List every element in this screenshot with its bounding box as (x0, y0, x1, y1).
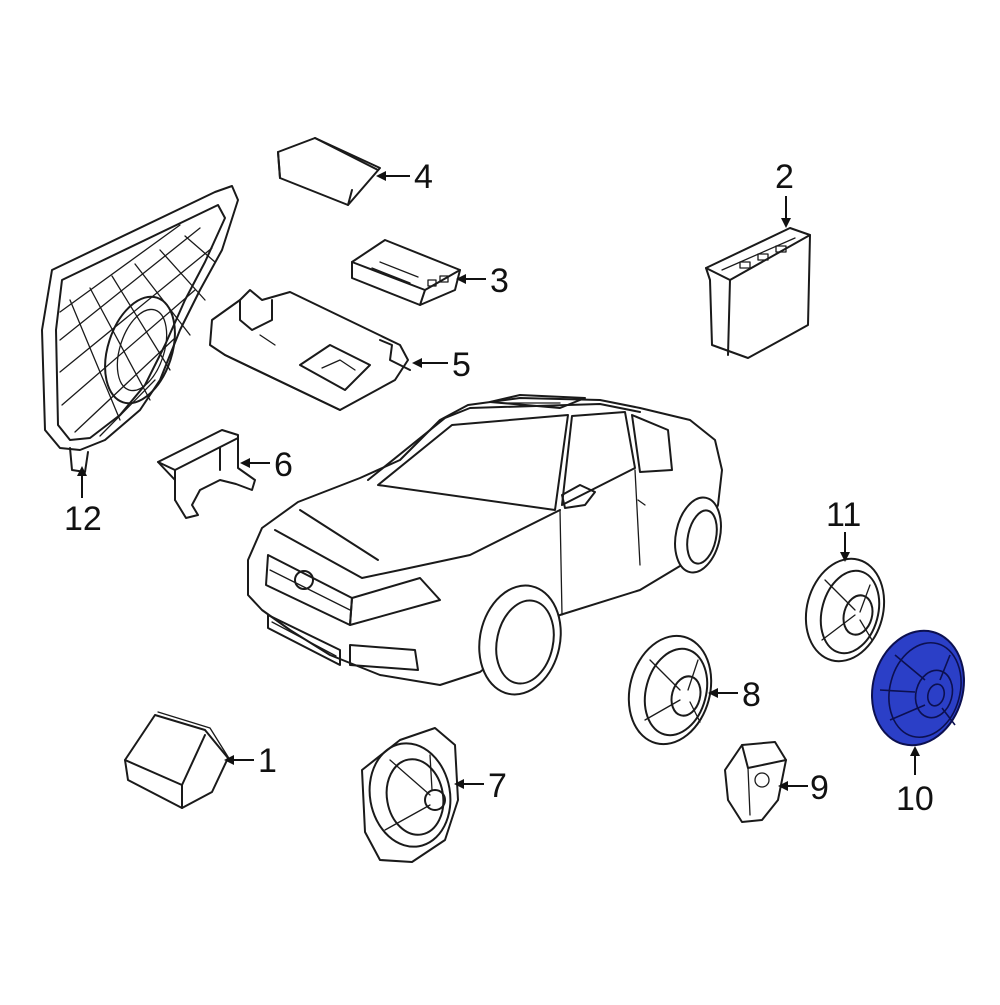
part-3-module[interactable] (351, 239, 461, 306)
part-12-speaker-grille[interactable] (41, 185, 239, 473)
callout-label-11[interactable]: 11 (826, 496, 861, 534)
callout-label-1[interactable]: 1 (258, 742, 277, 780)
part-2-control-module[interactable] (705, 227, 811, 359)
part-9-tweeter[interactable] (724, 741, 787, 823)
part-11-speaker[interactable] (795, 550, 895, 670)
callout-arrows (77, 171, 920, 791)
callout-label-8[interactable]: 8 (742, 676, 761, 714)
callout-label-6[interactable]: 6 (274, 446, 293, 484)
callout-label-3[interactable]: 3 (490, 262, 509, 300)
callout-label-5[interactable]: 5 (452, 346, 471, 384)
part-8-speaker[interactable] (617, 627, 723, 754)
part-4-cover[interactable] (277, 137, 381, 206)
part-1-module[interactable] (124, 711, 231, 809)
part-10-speaker-highlighted[interactable] (860, 620, 977, 755)
callout-label-10[interactable]: 10 (896, 780, 934, 818)
part-5-mounting-tray[interactable] (209, 289, 411, 411)
vehicle-outline (247, 394, 723, 696)
callout-labels: 1 2 3 4 5 6 7 8 9 10 11 12 (64, 158, 934, 818)
callout-label-12[interactable]: 12 (64, 500, 102, 538)
callout-label-2[interactable]: 2 (775, 158, 794, 196)
part-6-bracket[interactable] (157, 429, 256, 519)
callout-label-4[interactable]: 4 (414, 158, 433, 196)
callout-label-9[interactable]: 9 (810, 769, 829, 807)
callout-label-7[interactable]: 7 (488, 767, 507, 805)
part-7-door-speaker[interactable] (361, 727, 459, 863)
